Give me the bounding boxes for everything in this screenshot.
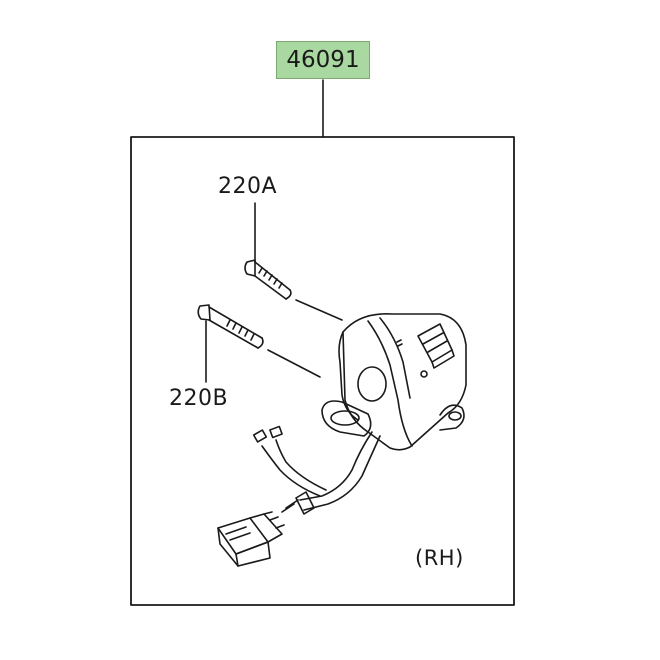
- alignment-line-220a: [295, 299, 343, 321]
- part-number-badge[interactable]: 46091: [276, 41, 370, 79]
- callout-label-220b[interactable]: 220B: [169, 386, 229, 411]
- screw-icon: [244, 259, 292, 300]
- callout-label-220a[interactable]: 220A: [218, 174, 278, 199]
- switch-housing-icon: [321, 313, 467, 451]
- part-number-text: 46091: [286, 47, 360, 73]
- side-label: (RH): [415, 546, 464, 570]
- connector-icon: [217, 511, 285, 567]
- wire-harness-icon: [252, 425, 381, 515]
- alignment-line-220b: [267, 349, 321, 378]
- assembly-frame: [130, 136, 515, 606]
- screw-icon: [197, 304, 264, 349]
